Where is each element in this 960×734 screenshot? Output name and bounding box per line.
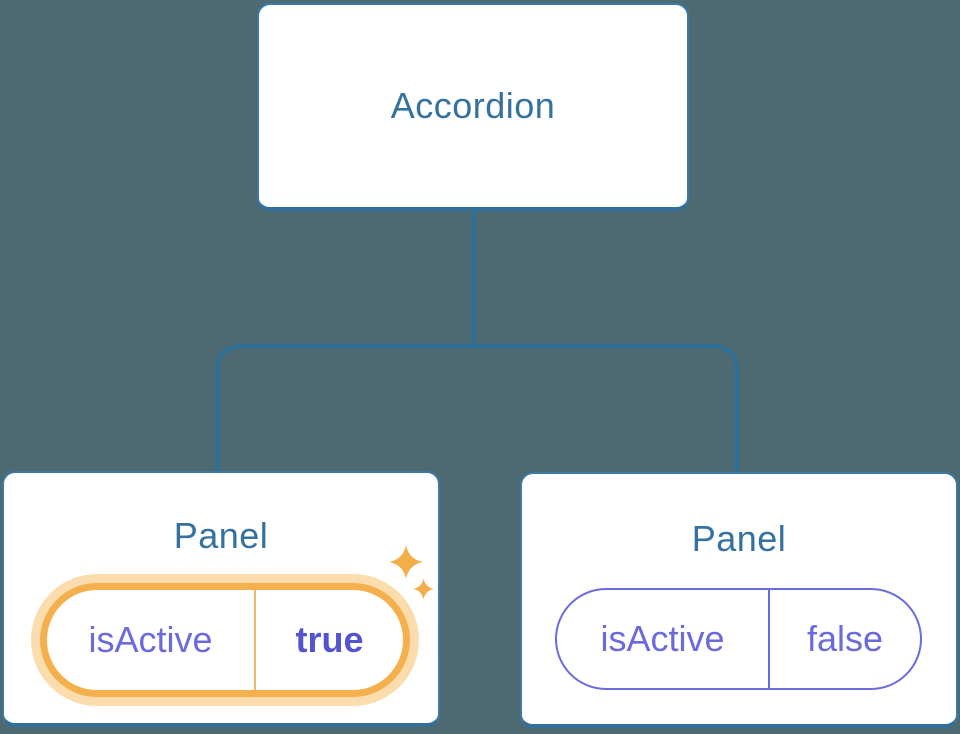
panel-node-inactive: Panel isActive false (520, 472, 958, 728)
accordion-node: Accordion (257, 3, 689, 211)
prop-pill-inactive: isActive false (555, 588, 922, 690)
panel-node-label: Panel (173, 515, 269, 556)
prop-pill-active: isActive true (40, 583, 410, 697)
panel-node-active: Panel isActive true (2, 471, 440, 727)
prop-pill-divider (768, 590, 770, 688)
prop-name: isActive (88, 619, 213, 660)
prop-name: isActive (600, 618, 725, 659)
prop-pill-divider (254, 590, 256, 690)
panel-node-label: Panel (691, 518, 787, 559)
accordion-node-label: Accordion (390, 85, 556, 126)
sparkles-icon (389, 545, 434, 600)
prop-value: false (806, 618, 884, 659)
prop-value: true (295, 619, 364, 660)
